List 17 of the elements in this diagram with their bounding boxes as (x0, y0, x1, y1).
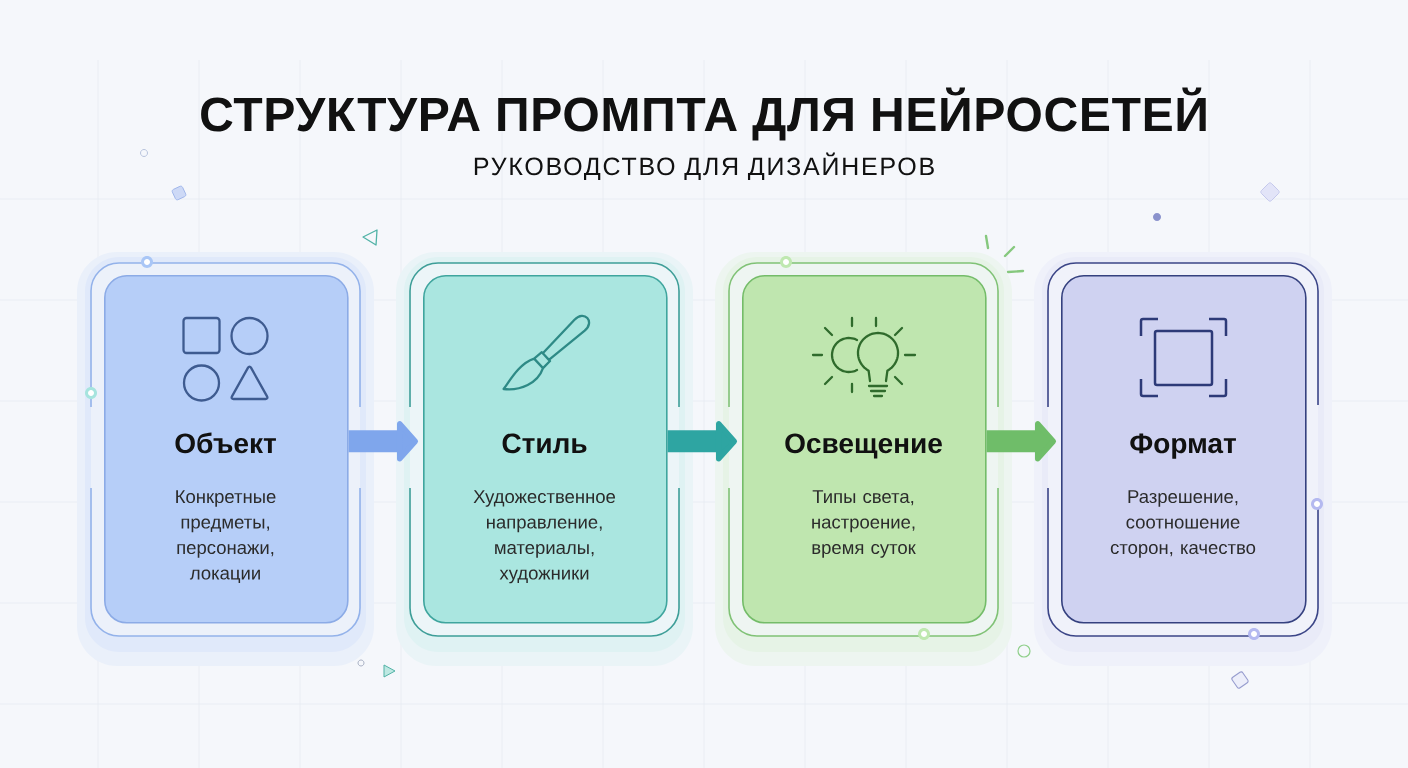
arrow (348, 421, 418, 462)
step-card (104, 275, 349, 624)
card-heading: Формат (1130, 433, 1236, 459)
card-heading: Освещение (785, 433, 942, 459)
step-card (1061, 275, 1307, 624)
card-description: Типы света, настроение, время суток (812, 490, 916, 558)
card-heading: Объект (175, 432, 276, 454)
arrow (667, 421, 737, 462)
arrow (986, 421, 1056, 462)
card-description: Конкретные предметы, персонажи, локации (176, 490, 276, 584)
step-card (742, 275, 987, 624)
step-card (423, 275, 668, 624)
card-description: Разрешение, соотношение сторон, качество (1110, 490, 1256, 558)
title: СТРУКТУРА ПРОМПТА ДЛЯ НЕЙРОСЕТЕЙ (201, 87, 1206, 141)
subtitle: РУКОВОДСТВО ДЛЯ ДИЗАЙНЕРОВ (474, 152, 934, 180)
card-description: Художественное направление, материалы, художники (473, 490, 616, 584)
card-heading: Стиль (502, 433, 587, 454)
